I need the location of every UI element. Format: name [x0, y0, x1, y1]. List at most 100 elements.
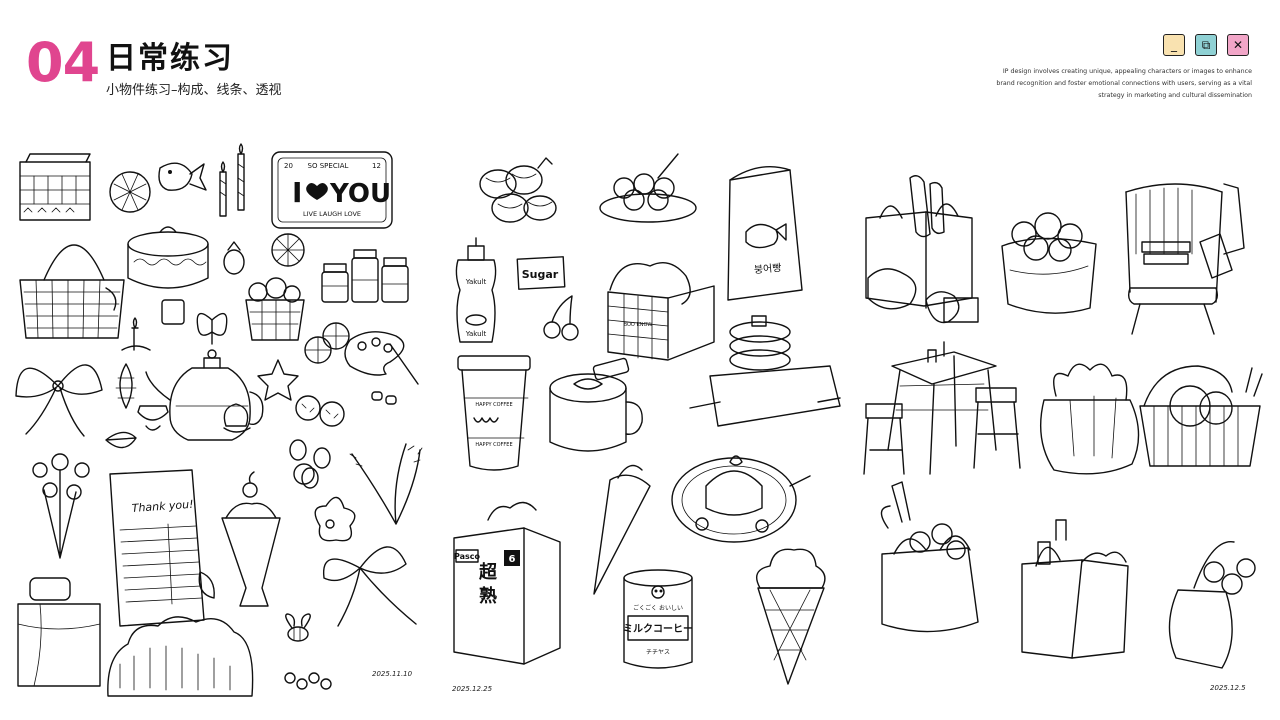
misc-sketches: SO SPECIAL 20 12 I YOU LIVE LAUGH LOVE: [15, 143, 423, 697]
coffee-cup-label-bottom: HAPPY COFFEE: [475, 442, 512, 448]
sugar-text: Sugar: [522, 268, 559, 281]
bed-drawing: [17, 577, 101, 687]
cookies-drawing: [295, 391, 397, 427]
can-brand-text: チチヤス: [646, 649, 670, 656]
dish-rack-drawing: [1139, 365, 1263, 467]
chair-books-drawing: [1125, 183, 1245, 335]
berries-drawing: [284, 672, 332, 690]
grocery-bag-drawing: [1021, 519, 1129, 659]
bow-drawing: [15, 364, 103, 437]
pinecone-drawing: [115, 363, 137, 409]
flower-tote-drawing: [880, 481, 979, 633]
minimize-button[interactable]: _: [1163, 34, 1185, 56]
produce-bag-drawing: [1039, 363, 1140, 475]
plate-i: I: [292, 176, 302, 209]
license-plate-drawing: SO SPECIAL 20 12 I YOU LIVE LAUGH LOVE: [271, 151, 393, 229]
section-subtitle: 小物件练习–构成、线条、透视: [106, 83, 282, 98]
cake-tin-drawing: [127, 226, 209, 289]
butterfly-drawing: [196, 312, 228, 345]
star-icon: [257, 359, 299, 401]
bread-bag-drawing: Pasco 超 熟 6: [453, 501, 561, 665]
signature-date: 2025.11.10: [372, 670, 413, 678]
fruit-bag-drawing: [1001, 212, 1097, 314]
milk-coffee-can-drawing: ごくごく おいしい ミルクコーヒー チチヤス: [623, 569, 693, 669]
takoyaki-drawing: [599, 153, 697, 223]
heart-icon: [306, 183, 328, 200]
bee-drawing: [285, 613, 311, 642]
plate-num-left: 20: [284, 162, 293, 170]
cherries-drawing: [543, 295, 579, 341]
bread-jp-bottom: 熟: [479, 585, 497, 607]
plate-num-right: 12: [372, 162, 381, 170]
signature-date: 2025.12.5: [1210, 684, 1246, 692]
ribbon-bow-drawing: [322, 546, 417, 627]
candy-drawing: [479, 157, 557, 223]
yakult-label-bottom: Yakult: [465, 330, 487, 338]
latte-mug-drawing: [549, 357, 643, 452]
coffee-cup-drawing: HAPPY COFFEE HAPPY COFFEE: [457, 355, 531, 471]
sugar-packet-drawing: Sugar: [516, 256, 566, 290]
teapot-drawing: [137, 349, 264, 441]
food-sketches: 붕어빵 Yakult Yakult Sugar: [453, 153, 841, 685]
pasco-text: Pasco: [454, 552, 481, 561]
bread-shopping-bag-drawing: [865, 175, 979, 324]
plate-you: YOU: [329, 179, 391, 209]
can-main-text: ミルクコーヒー: [623, 623, 693, 635]
palette-drawing: [344, 331, 419, 385]
description-line: IP design involves creating unique, appe…: [1002, 68, 1252, 75]
fruit-basket-drawing: [245, 277, 305, 341]
signature-date: 2025.12.25: [452, 685, 493, 693]
plate-bottom-text: LIVE LAUGH LOVE: [303, 210, 361, 218]
jars-drawing: [321, 249, 409, 303]
bags-sketches: [863, 175, 1263, 669]
leaf-small-drawing: [198, 571, 215, 599]
box-text: BOO KNOW: [624, 322, 653, 328]
candle-stick-drawing: [121, 299, 185, 351]
close-button[interactable]: ✕: [1227, 34, 1249, 56]
sketch-panel-food: 붕어빵 Yakult Yakult Sugar: [440, 140, 860, 690]
maximize-button[interactable]: ⧉: [1195, 34, 1217, 56]
citrus-slices-drawing: [304, 322, 350, 364]
bag-text: 붕어빵: [753, 262, 782, 276]
tart-drawing: [109, 171, 151, 213]
orchid-drawing: [314, 496, 356, 542]
lavender-drawing: [349, 443, 423, 525]
orange-drawing: [271, 233, 305, 267]
description: IP design involves creating unique, appe…: [962, 66, 1252, 102]
milkshake-drawing: [221, 463, 315, 607]
coffee-cup-label: HAPPY COFFEE: [475, 402, 512, 408]
paper-bag-drawing: 붕어빵: [727, 165, 803, 301]
bush-drawing: [107, 616, 254, 697]
can-small-text: ごくごく おいしい: [633, 604, 683, 612]
plate-top-text: SO SPECIAL: [308, 162, 349, 170]
ring-drawing: [223, 241, 245, 275]
yakult-drawing: Yakult Yakult: [455, 237, 497, 343]
picnic-basket-drawing: [19, 244, 125, 339]
section-number: 04: [26, 31, 100, 94]
pancakes-drawing: [689, 315, 841, 427]
bread-jp-top: 超: [479, 561, 498, 583]
description-line: strategy in marketing and cultural disse…: [1098, 92, 1252, 99]
eggs-drawing: [289, 439, 331, 489]
sketch-panel-misc: SO SPECIAL 20 12 I YOU LIVE LAUGH LOVE: [10, 140, 430, 700]
candles-drawing: [219, 143, 245, 217]
salad-box-drawing: BOO KNOW: [607, 262, 715, 361]
cake-plate-drawing: [671, 455, 811, 543]
goldfish-drawing: [158, 162, 207, 191]
piping-bag-drawing: [593, 464, 651, 595]
description-line: brand recognition and foster emotional c…: [996, 80, 1252, 87]
bread-count: 6: [509, 554, 516, 565]
receipt-drawing: Thank you!: [109, 469, 205, 627]
receipt-text: Thank you!: [131, 498, 194, 515]
ice-cream-drawing: [756, 548, 826, 685]
yakult-label-top: Yakult: [465, 278, 487, 286]
sketch-panel-bags: [860, 170, 1270, 690]
table-stools-drawing: [863, 341, 1021, 475]
leaf-drawing: [105, 431, 137, 449]
flower-bouquet-drawing: [32, 453, 90, 559]
waffle-stack-drawing: [19, 153, 91, 221]
section-title: 日常练习: [106, 41, 234, 76]
flower-bag-drawing: [1168, 541, 1256, 669]
window-controls: _ ⧉ ✕: [1163, 34, 1249, 56]
